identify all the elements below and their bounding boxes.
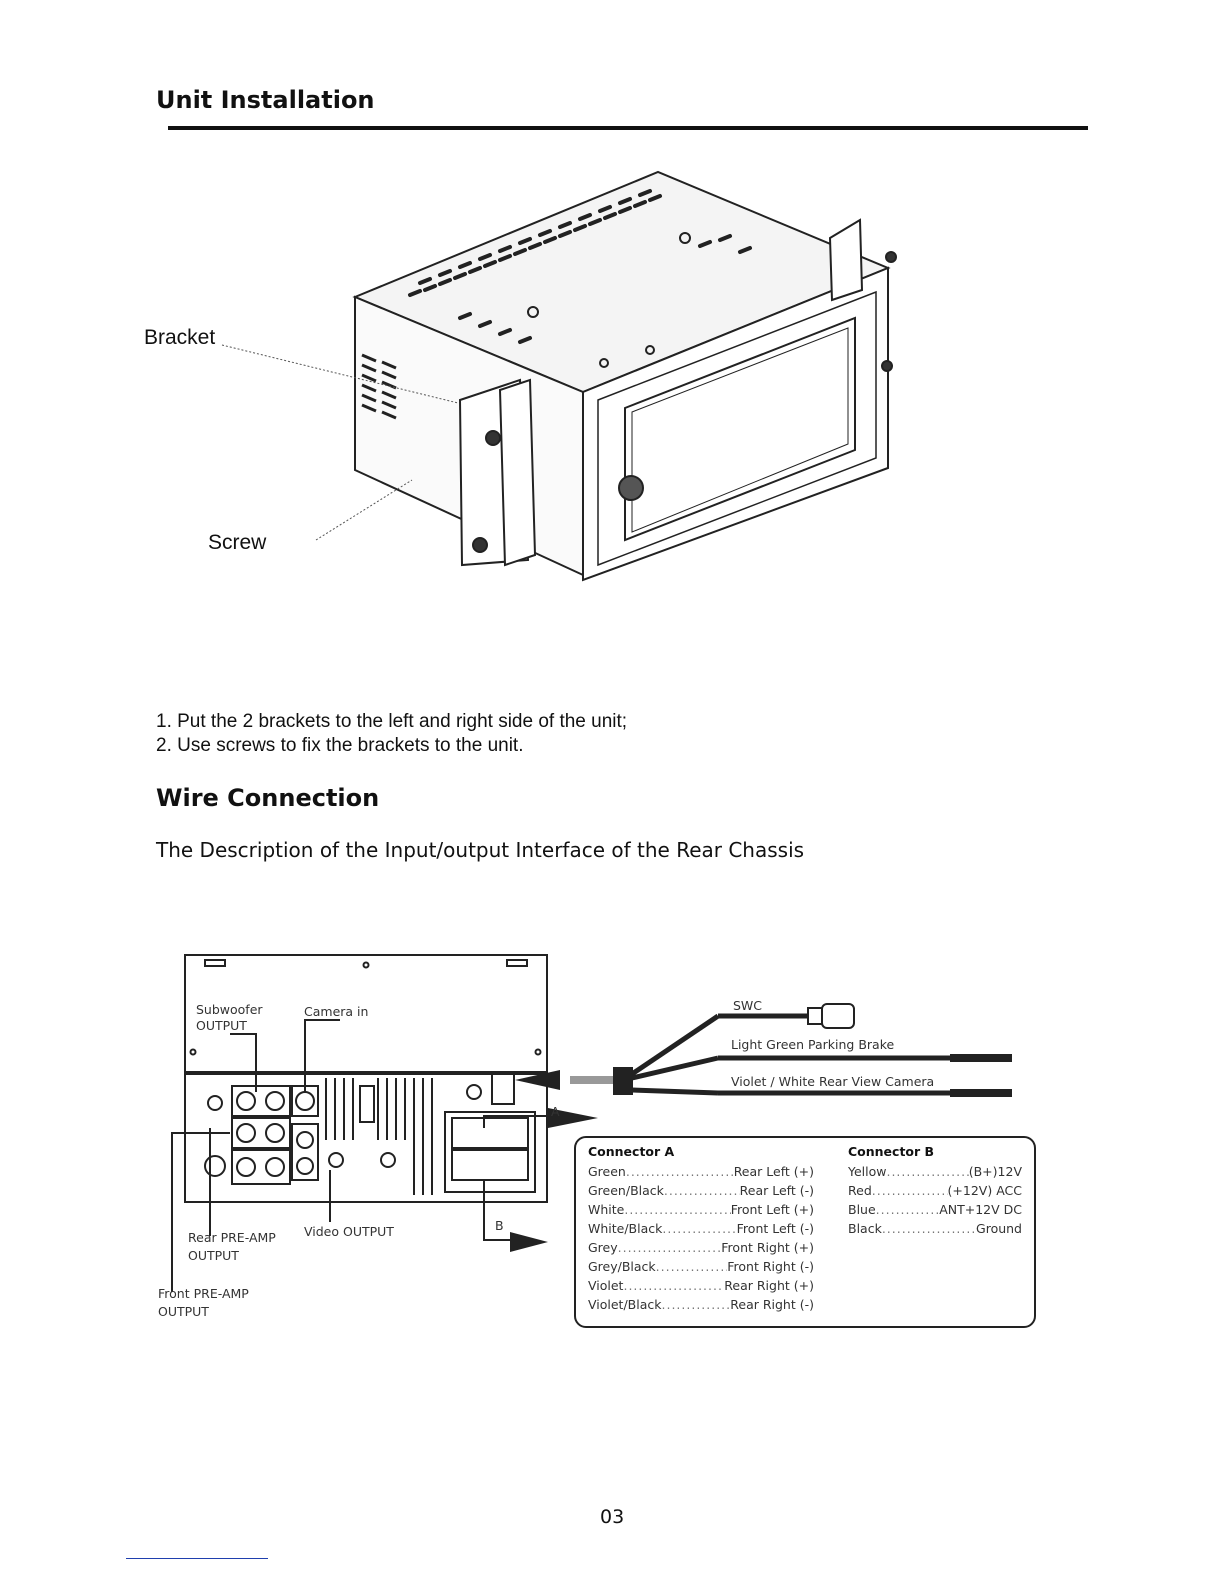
- connector-a-row: White/BlackFront Left (-): [588, 1221, 814, 1240]
- section-title-wire-connection: Wire Connection: [156, 784, 380, 812]
- connector-a-row: WhiteFront Left (+): [588, 1202, 814, 1221]
- front-preamp-label: Front PRE-AMP: [158, 1286, 249, 1301]
- connector-b-title: Connector B: [848, 1144, 935, 1159]
- swc-label: SWC: [733, 998, 763, 1013]
- rear-preamp-label: Rear PRE-AMP: [188, 1230, 276, 1245]
- parking-brake-label: Light Green Parking Brake: [731, 1037, 895, 1052]
- connector-a-row: Green/BlackRear Left (-): [588, 1183, 814, 1202]
- subwoofer-output-label: OUTPUT: [196, 1018, 247, 1033]
- connector-b-row: Yellow(B+)12V: [848, 1164, 1022, 1183]
- connector-a: Connector A GreenRear Left (+) Green/Bla…: [588, 1144, 814, 1316]
- wire-connection-description: The Description of the Input/output Inte…: [156, 838, 805, 862]
- arrow-a-label: A: [551, 1104, 560, 1119]
- connector-a-row: Grey/BlackFront Right (-): [588, 1259, 814, 1278]
- section-title-unit-installation: Unit Installation: [156, 86, 375, 114]
- front-preamp-output-label: OUTPUT: [158, 1304, 209, 1319]
- connector-a-row: GreyFront Right (+): [588, 1240, 814, 1259]
- title-divider: [168, 126, 1088, 130]
- connector-a-row: Violet/BlackRear Right (-): [588, 1297, 814, 1316]
- rear-preamp-output-label: OUTPUT: [188, 1248, 239, 1263]
- connector-b: Connector B Yellow(B+)12V Red(+12V) ACC …: [848, 1144, 1022, 1240]
- connector-a-row: GreenRear Left (+): [588, 1164, 814, 1183]
- connector-b-row: Red(+12V) ACC: [848, 1183, 1022, 1202]
- subwoofer-label: Subwoofer: [196, 1002, 263, 1017]
- bracket-label: Bracket: [144, 326, 216, 349]
- install-step-2: 2. Use screws to fix the brackets to the…: [156, 735, 524, 756]
- camera-in-label: Camera in: [304, 1004, 369, 1019]
- connector-b-row: BlueANT+12V DC: [848, 1202, 1022, 1221]
- rear-view-camera-label: Violet / White Rear View Camera: [731, 1074, 935, 1089]
- connector-a-title: Connector A: [588, 1144, 675, 1159]
- footer-divider: [126, 1558, 268, 1559]
- connector-b-row: BlackGround: [848, 1221, 1022, 1240]
- video-output-label: Video OUTPUT: [304, 1224, 394, 1239]
- install-step-1: 1. Put the 2 brackets to the left and ri…: [156, 711, 628, 732]
- connector-table: [574, 1136, 1036, 1328]
- page-number: 03: [600, 1506, 625, 1528]
- arrow-b-label: B: [495, 1218, 504, 1233]
- screw-label: Screw: [208, 531, 267, 554]
- connector-a-row: VioletRear Right (+): [588, 1278, 814, 1297]
